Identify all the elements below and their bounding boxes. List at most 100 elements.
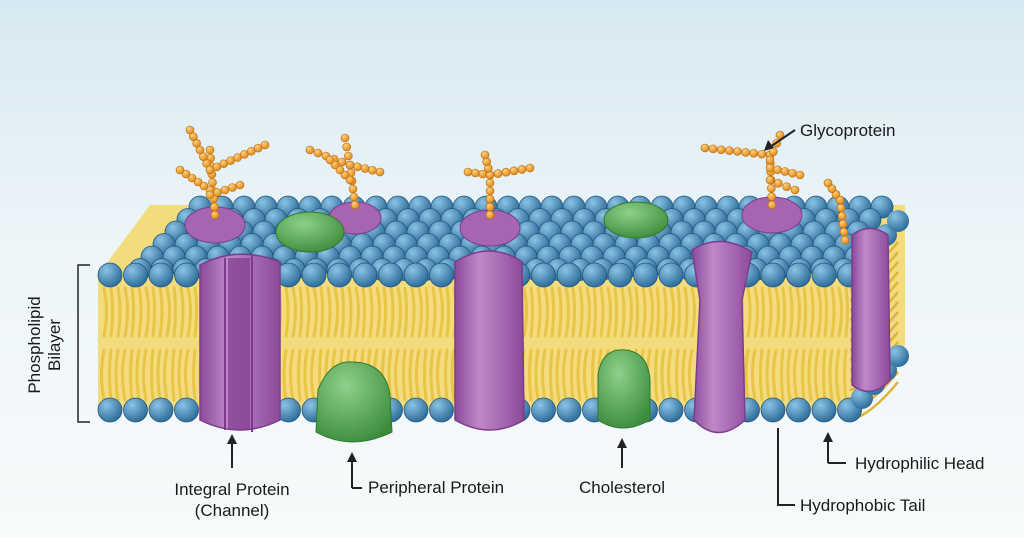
hydrophilic-head	[633, 262, 658, 288]
hydrophobic-tail	[534, 286, 542, 402]
carbohydrate-bead	[509, 166, 519, 176]
carbohydrate-bead	[765, 175, 775, 185]
carbohydrate-bead	[208, 178, 217, 187]
carbohydrate-bead	[360, 164, 370, 173]
hydrophobic-tail	[780, 286, 786, 402]
hydrophobic-tail	[681, 286, 689, 402]
carbohydrate-bead	[716, 145, 726, 155]
hydrophobic-tail	[814, 286, 822, 402]
glycoprotein-label: Glycoprotein	[764, 121, 895, 151]
hydrophobic-tail-text: Hydrophobic Tail	[800, 496, 925, 515]
hydrophobic-tail	[156, 286, 164, 402]
hydrophilic-head	[403, 397, 429, 423]
hydrophilic-head	[658, 397, 684, 423]
bilayer-label-line2: Bilayer	[45, 319, 64, 371]
carbohydrate-bead	[708, 144, 718, 154]
hydrophilic-head	[607, 262, 633, 288]
carbohydrate-bead	[741, 148, 750, 157]
carbohydrate-bead	[350, 200, 360, 210]
carbohydrate-bead	[353, 162, 362, 172]
hydrophobic-tail	[114, 286, 122, 402]
carbohydrate-bead	[485, 178, 495, 188]
arrow-icon	[827, 440, 846, 464]
hydrophobic-tail	[192, 286, 198, 402]
carbohydrate-bead	[839, 227, 849, 237]
integral-protein-label: Integral Protein (Channel)	[174, 434, 290, 520]
carbohydrate-bead	[199, 181, 209, 191]
carbohydrate-bead	[235, 180, 245, 190]
carbohydrate-bead	[187, 173, 197, 183]
hydrophilic-head	[97, 397, 123, 423]
peripheral-protein	[315, 361, 393, 443]
carbohydrate-bead	[342, 142, 351, 152]
carbohydrate-bead	[480, 150, 490, 160]
integral-protein	[851, 227, 891, 393]
hydrophobic-tail	[801, 286, 807, 402]
hydrophilic-head	[887, 345, 909, 367]
carbohydrate-bead	[757, 149, 767, 159]
hydrophobic-tail	[289, 286, 297, 402]
integral-protein-text: Integral Protein	[174, 480, 289, 499]
hydrophilic-head	[811, 262, 837, 288]
hydrophilic-head-label: Hydrophilic Head	[823, 432, 984, 473]
carbohydrate-bead	[725, 146, 734, 155]
hydrophobic-tail	[807, 286, 815, 402]
hydrophobic-tail	[654, 286, 660, 402]
channel-pore	[228, 258, 250, 430]
carbohydrate-bead	[193, 177, 203, 187]
hydrophobic-tail	[570, 286, 576, 402]
hydrophilic-head	[582, 262, 607, 288]
bilayer-bracket	[77, 264, 90, 423]
hydrophobic-tail	[163, 286, 171, 402]
carbohydrate-bead	[837, 211, 847, 221]
hydrophilic-head	[429, 262, 454, 288]
hydrophilic-head	[887, 210, 909, 232]
carbohydrate-bead	[345, 160, 355, 170]
carbohydrate-bead	[228, 183, 237, 192]
carbohydrate-bead	[840, 235, 850, 245]
peripheral-protein-label: Peripheral Protein	[347, 452, 504, 497]
hydrophobic-tail	[786, 286, 794, 402]
hydrophobic-tail	[423, 286, 429, 402]
hydrophilic-head	[403, 262, 429, 288]
hydrophobic-tail	[583, 286, 591, 402]
carbohydrate-bead	[368, 165, 377, 175]
hydrophobic-tail	[177, 286, 185, 402]
carbohydrate-bead	[767, 184, 776, 193]
carbohydrate-bead	[344, 151, 353, 161]
carbohydrate-bead	[836, 203, 846, 213]
integral-protein	[691, 240, 753, 434]
carbohydrate-chains	[175, 125, 850, 245]
carbohydrate-bead	[773, 165, 782, 175]
carbohydrate-bead	[493, 169, 503, 178]
carbohydrate-bead	[313, 148, 323, 158]
carbohydrate-bead	[765, 155, 775, 165]
hydrophilic-head	[760, 262, 786, 288]
channel-pore	[224, 255, 253, 432]
hydrophobic-tail	[772, 286, 780, 402]
hydrophobic-tail	[751, 286, 759, 402]
cholesterol-text: Cholesterol	[579, 478, 665, 497]
carbohydrate-bead	[485, 194, 495, 204]
hydrophobic-tail	[135, 286, 143, 402]
hydrophobic-tail	[828, 286, 836, 402]
carbohydrate-bead	[700, 143, 710, 153]
hydrophobic-tail	[129, 286, 135, 402]
hydrophilic-head	[556, 397, 582, 423]
hydrophilic-head	[760, 397, 786, 423]
hydrophilic-head	[352, 262, 378, 288]
hydrophobic-tail	[765, 286, 773, 402]
hydrophobic-tail	[675, 286, 681, 402]
hydrophobic-tail-label: Hydrophobic Tail	[777, 428, 925, 515]
carbohydrate-bead	[525, 163, 535, 173]
carbohydrate-bead	[485, 202, 495, 212]
hydrophilic-head	[123, 397, 148, 423]
arrow-icon	[769, 129, 796, 148]
hydrophobic-tail	[303, 286, 311, 402]
hydrophilic-head	[148, 397, 174, 423]
phospholipid-bilayer-label: Phospholipid Bilayer	[25, 264, 90, 423]
hydrophilic-head	[301, 262, 327, 288]
hydrophobic-tail	[415, 286, 423, 402]
cholesterol-label: Cholesterol	[579, 438, 665, 497]
hydrophobic-tail	[562, 286, 570, 402]
